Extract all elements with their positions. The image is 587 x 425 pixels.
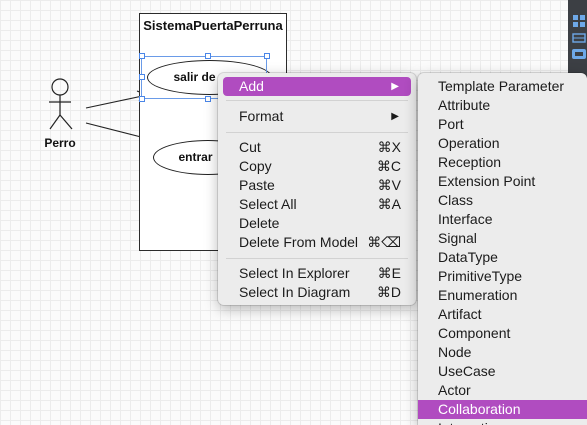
resize-handle[interactable] bbox=[264, 53, 270, 59]
submenu-item-label: Attribute bbox=[438, 97, 491, 113]
submenu-item-label: Collaboration bbox=[438, 401, 521, 417]
submenu-item-label: Artifact bbox=[438, 306, 482, 322]
menu-item-select-in-diagram[interactable]: Select In Diagram ⌘D bbox=[223, 283, 411, 302]
submenu-item-label: Interface bbox=[438, 211, 493, 227]
menu-item-label: Select In Explorer bbox=[239, 265, 350, 281]
menu-separator bbox=[226, 258, 408, 259]
menu-item-add[interactable]: Add ▶ bbox=[223, 77, 411, 96]
shortcut-label: ⌘X bbox=[377, 139, 401, 155]
submenu-item-operation[interactable]: Operation bbox=[418, 134, 587, 153]
submenu-item-class[interactable]: Class bbox=[418, 191, 587, 210]
menu-item-format[interactable]: Format ▶ bbox=[223, 107, 411, 126]
resize-handle[interactable] bbox=[205, 53, 211, 59]
menu-item-label: Cut bbox=[239, 139, 261, 155]
use-case-label: entrar bbox=[178, 150, 213, 164]
menu-item-delete-from-model[interactable]: Delete From Model ⌘⌫ bbox=[223, 233, 411, 252]
shortcut-label: ⌘E bbox=[377, 265, 401, 281]
submenu-item-interaction[interactable]: Interaction bbox=[418, 419, 587, 425]
submenu-item-label: Port bbox=[438, 116, 464, 132]
context-menu: Add ▶ Format ▶ Cut ⌘X Copy ⌘C Paste ⌘V S… bbox=[218, 73, 416, 305]
shortcut-label: ⌘A bbox=[377, 196, 401, 212]
system-name: SistemaPuertaPerruna bbox=[143, 18, 283, 33]
submenu-item-enumeration[interactable]: Enumeration bbox=[418, 286, 587, 305]
submenu-item-signal[interactable]: Signal bbox=[418, 229, 587, 248]
toolbox-strip bbox=[568, 0, 587, 90]
submenu-item-usecase[interactable]: UseCase bbox=[418, 362, 587, 381]
submenu-item-reception[interactable]: Reception bbox=[418, 153, 587, 172]
submenu-item-label: Operation bbox=[438, 135, 500, 151]
resize-handle[interactable] bbox=[139, 74, 145, 80]
menu-item-label: Format bbox=[239, 108, 284, 124]
menu-item-label: Select All bbox=[239, 196, 297, 212]
submenu-item-component[interactable]: Component bbox=[418, 324, 587, 343]
submenu-item-label: UseCase bbox=[438, 363, 496, 379]
submenu-item-datatype[interactable]: DataType bbox=[418, 248, 587, 267]
submenu-item-label: Enumeration bbox=[438, 287, 518, 303]
chevron-right-icon: ▶ bbox=[391, 81, 399, 92]
submenu-item-label: Reception bbox=[438, 154, 502, 170]
grid-icon[interactable] bbox=[572, 14, 586, 27]
submenu-item-label: Extension Point bbox=[438, 173, 536, 189]
menu-item-label: Paste bbox=[239, 177, 275, 193]
submenu-item-label: Component bbox=[438, 325, 511, 341]
menu-item-delete[interactable]: Delete bbox=[223, 214, 411, 233]
menu-item-label: Delete bbox=[239, 215, 280, 231]
shortcut-label: ⌘V bbox=[377, 177, 401, 193]
association-salir[interactable] bbox=[85, 90, 149, 109]
shortcut-label: ⌘⌫ bbox=[367, 234, 401, 250]
submenu-item-label: Interaction bbox=[438, 420, 503, 425]
submenu-item-interface[interactable]: Interface bbox=[418, 210, 587, 229]
submenu-item-label: Class bbox=[438, 192, 474, 208]
submenu-item-extension-point[interactable]: Extension Point bbox=[418, 172, 587, 191]
submenu-item-label: Actor bbox=[438, 382, 471, 398]
actor-figure[interactable] bbox=[49, 78, 73, 130]
submenu-item-label: Signal bbox=[438, 230, 477, 246]
menu-item-label: Select In Diagram bbox=[239, 284, 351, 300]
actor-name: Perro bbox=[44, 136, 76, 150]
menu-item-copy[interactable]: Copy ⌘C bbox=[223, 157, 411, 176]
submenu-item-label: DataType bbox=[438, 249, 498, 265]
model-icon[interactable] bbox=[572, 46, 586, 59]
menu-item-label: Delete From Model bbox=[239, 234, 359, 250]
chevron-right-icon: ▶ bbox=[391, 111, 399, 122]
resize-handle[interactable] bbox=[139, 96, 145, 102]
submenu-item-artifact[interactable]: Artifact bbox=[418, 305, 587, 324]
menu-item-select-in-explorer[interactable]: Select In Explorer ⌘E bbox=[223, 264, 411, 283]
resize-handle[interactable] bbox=[139, 53, 145, 59]
submenu-item-collaboration[interactable]: Collaboration bbox=[418, 400, 587, 419]
shortcut-label: ⌘D bbox=[376, 284, 401, 300]
menu-item-label: Copy bbox=[239, 158, 272, 174]
menu-item-paste[interactable]: Paste ⌘V bbox=[223, 176, 411, 195]
menu-item-select-all[interactable]: Select All ⌘A bbox=[223, 195, 411, 214]
use-case-label: salir de bbox=[173, 70, 216, 84]
grid-icon[interactable] bbox=[572, 30, 586, 43]
menu-separator bbox=[226, 132, 408, 133]
submenu-item-primitivetype[interactable]: PrimitiveType bbox=[418, 267, 587, 286]
shortcut-label: ⌘C bbox=[376, 158, 401, 174]
submenu-item-port[interactable]: Port bbox=[418, 115, 587, 134]
resize-handle[interactable] bbox=[205, 96, 211, 102]
submenu-item-label: Node bbox=[438, 344, 472, 360]
submenu-item-attribute[interactable]: Attribute bbox=[418, 96, 587, 115]
submenu-item-node[interactable]: Node bbox=[418, 343, 587, 362]
submenu-item-actor[interactable]: Actor bbox=[418, 381, 587, 400]
menu-separator bbox=[226, 100, 408, 101]
submenu-item-label: Template Parameter bbox=[438, 78, 565, 94]
submenu-item-template-parameter[interactable]: Template Parameter bbox=[418, 77, 587, 96]
submenu-item-label: PrimitiveType bbox=[438, 268, 523, 284]
menu-item-cut[interactable]: Cut ⌘X bbox=[223, 138, 411, 157]
menu-item-label: Add bbox=[239, 78, 264, 94]
